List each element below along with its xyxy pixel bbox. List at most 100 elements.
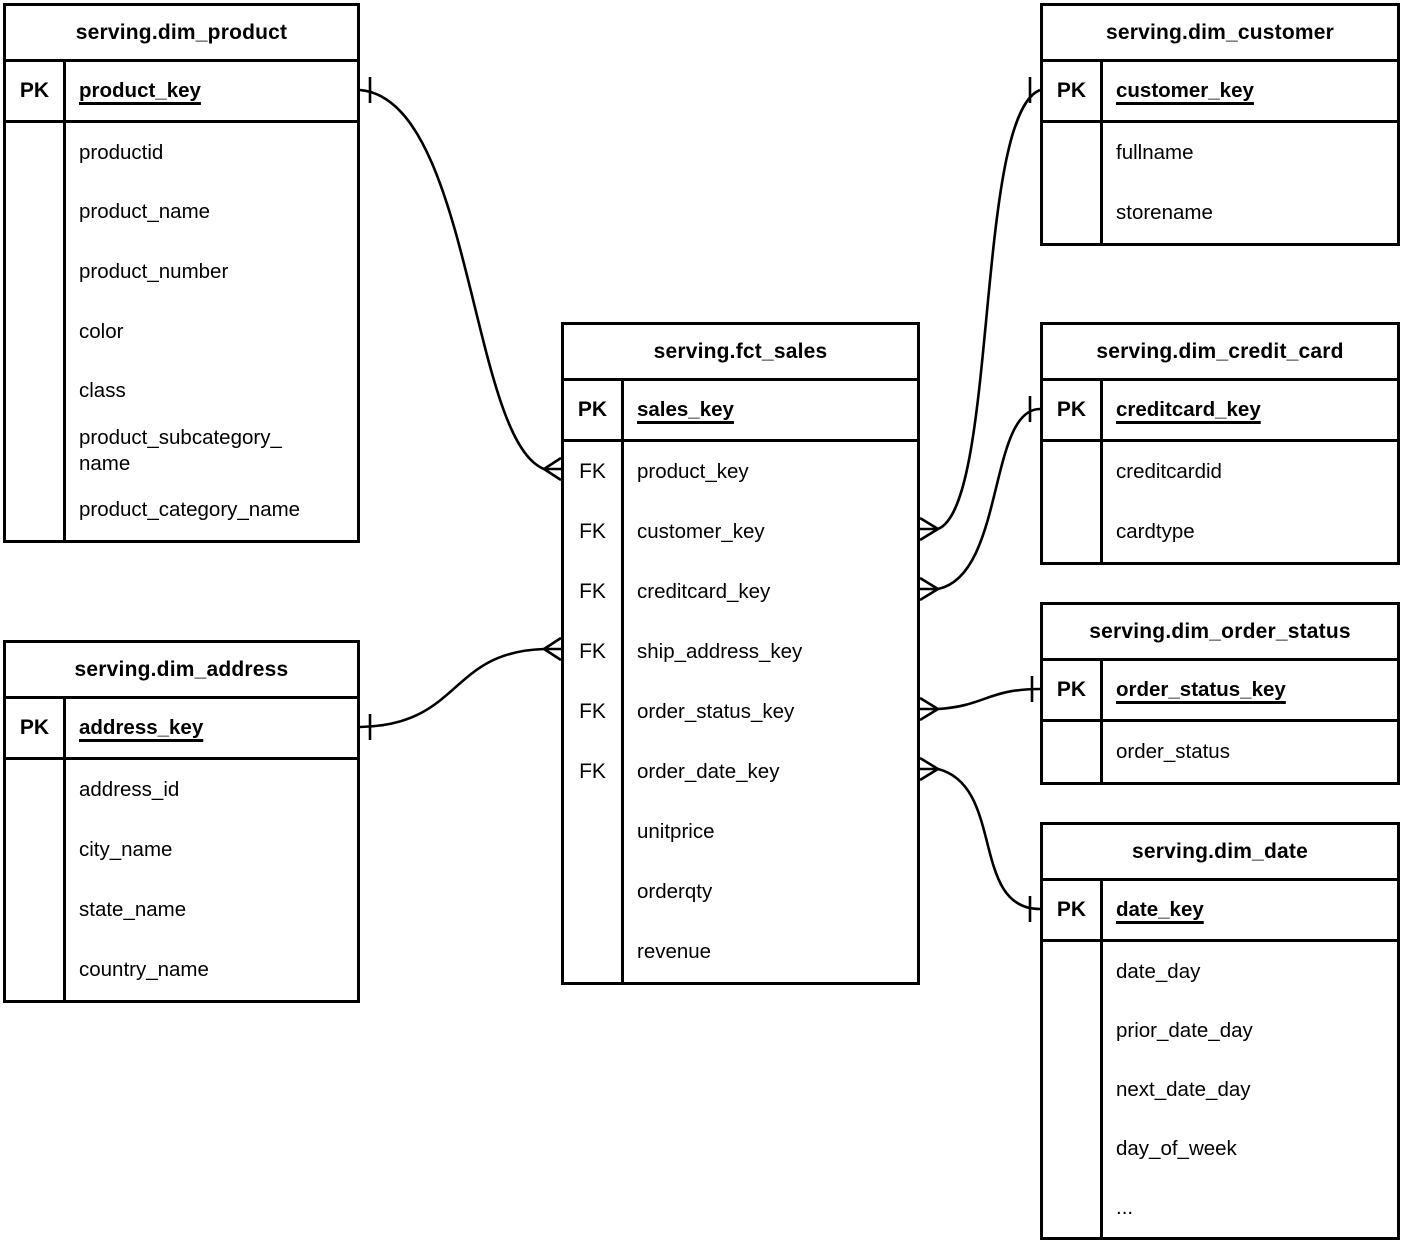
field-name: product_subcategory_name	[79, 425, 282, 475]
table-title: serving.fct_sales	[564, 325, 917, 381]
field-name: creditcardid	[1116, 460, 1222, 483]
relationship-line	[937, 767, 1041, 911]
field-name: product_category_name	[79, 498, 301, 522]
table-body: productid product_name product_number co…	[6, 123, 357, 540]
field-name: orderqty	[637, 880, 713, 903]
gutter-column	[1043, 123, 1103, 243]
fk-tag: FK	[564, 742, 624, 802]
table-title: serving.dim_customer	[1043, 6, 1397, 62]
pk-tag: PK	[1043, 381, 1103, 439]
field-name: unitprice	[637, 820, 715, 843]
fk-tag: FK	[564, 502, 624, 562]
entity-dim-address: serving.dim_address PK address_key addre…	[3, 640, 360, 1003]
pk-row: PK date_key	[1043, 881, 1397, 942]
field-name: class	[79, 379, 126, 403]
pk-tag: PK	[1043, 62, 1103, 120]
crow-foot-many-icon	[919, 696, 939, 722]
field-name: product_name	[79, 200, 211, 224]
relationship-line	[937, 407, 1041, 591]
table-body: date_day prior_date_day next_date_day da…	[1043, 942, 1397, 1237]
field-name: customer_key	[637, 520, 765, 543]
entity-fct-sales: serving.fct_sales PK sales_key FK produc…	[561, 322, 920, 985]
pk-field-name: creditcard_key	[1116, 398, 1261, 421]
gutter-column	[6, 760, 66, 1000]
field-name: address_id	[79, 778, 180, 801]
gutter-column	[1043, 442, 1103, 562]
table-row: unitprice	[564, 802, 917, 862]
table-body: creditcardid cardtype	[1043, 442, 1397, 562]
table-row: FK product_key	[564, 442, 917, 502]
relationship-sales-to-date	[919, 756, 1041, 922]
table-row: FK customer_key	[564, 502, 917, 562]
pk-field-name: customer_key	[1116, 79, 1254, 102]
field-name: day_of_week	[1116, 1136, 1237, 1160]
field-name: storename	[1116, 201, 1213, 224]
entity-dim-product: serving.dim_product PK product_key produ…	[3, 3, 360, 543]
relationship-sales-to-order-status	[919, 676, 1041, 722]
field-name: creditcard_key	[637, 580, 771, 603]
pk-tag: PK	[6, 699, 66, 757]
crow-foot-many-icon	[543, 636, 562, 662]
field-name: state_name	[79, 898, 187, 921]
field-name: color	[79, 319, 124, 343]
table-body: order_status	[1043, 722, 1397, 782]
table-title: serving.dim_product	[6, 6, 357, 62]
pk-tag: PK	[564, 381, 624, 439]
field-name: prior_date_day	[1116, 1018, 1253, 1042]
pk-field-name: order_status_key	[1116, 678, 1286, 701]
field-name: order_status	[1116, 740, 1230, 763]
relationship-line	[359, 647, 545, 729]
relationship-line	[359, 88, 545, 471]
table-title: serving.dim_date	[1043, 825, 1397, 881]
gutter-column	[1043, 722, 1103, 782]
pk-tag: PK	[6, 62, 66, 120]
table-body: fullname storename	[1043, 123, 1397, 243]
gutter-column	[1043, 942, 1103, 1237]
pk-field-name: address_key	[79, 716, 204, 739]
table-row: orderqty	[564, 862, 917, 922]
fk-tag: FK	[564, 442, 624, 502]
fk-tag	[564, 922, 624, 982]
field-name: revenue	[637, 940, 712, 963]
pk-row: PK customer_key	[1043, 62, 1397, 123]
entity-dim-date: serving.dim_date PK date_key date_day pr…	[1040, 822, 1400, 1240]
field-name: cardtype	[1116, 520, 1195, 543]
table-row: FK order_date_key	[564, 742, 917, 802]
field-name: order_status_key	[637, 700, 795, 723]
entity-dim-customer: serving.dim_customer PK customer_key ful…	[1040, 3, 1400, 246]
field-name: date_day	[1116, 959, 1201, 983]
field-name: ...	[1116, 1195, 1134, 1219]
field-name: product_number	[79, 259, 229, 283]
pk-field-name: product_key	[79, 79, 201, 102]
field-name: country_name	[79, 958, 209, 981]
crow-foot-many-icon	[919, 576, 939, 602]
pk-row: PK sales_key	[564, 381, 917, 442]
relationship-sales-to-credit-card	[919, 396, 1041, 602]
crow-foot-many-icon	[919, 756, 939, 782]
pk-field-name: date_key	[1116, 898, 1204, 921]
relationship-address-to-sales	[359, 636, 562, 740]
table-title: serving.dim_credit_card	[1043, 325, 1397, 381]
field-name: product_key	[637, 460, 749, 483]
entity-dim-credit-card: serving.dim_credit_card PK creditcard_ke…	[1040, 322, 1400, 565]
table-title: serving.dim_order_status	[1043, 605, 1397, 661]
table-body: address_id city_name state_name country_…	[6, 760, 357, 1000]
pk-row: PK order_status_key	[1043, 661, 1397, 722]
fk-tag: FK	[564, 562, 624, 622]
table-row: FK ship_address_key	[564, 622, 917, 682]
table-row: FK creditcard_key	[564, 562, 917, 622]
relationship-line	[937, 687, 1041, 711]
table-row: FK order_status_key	[564, 682, 917, 742]
field-name: ship_address_key	[637, 640, 803, 663]
pk-field-name: sales_key	[637, 398, 734, 421]
fk-tag	[564, 862, 624, 922]
pk-tag: PK	[1043, 881, 1103, 939]
table-body: FK product_key FK customer_key FK credit…	[564, 442, 917, 982]
relationship-product-to-sales	[359, 77, 562, 482]
pk-row: PK product_key	[6, 62, 357, 123]
pk-row: PK creditcard_key	[1043, 381, 1397, 442]
fk-tag	[564, 802, 624, 862]
relationship-sales-to-customer	[919, 77, 1041, 542]
fk-tag: FK	[564, 622, 624, 682]
fk-tag: FK	[564, 682, 624, 742]
